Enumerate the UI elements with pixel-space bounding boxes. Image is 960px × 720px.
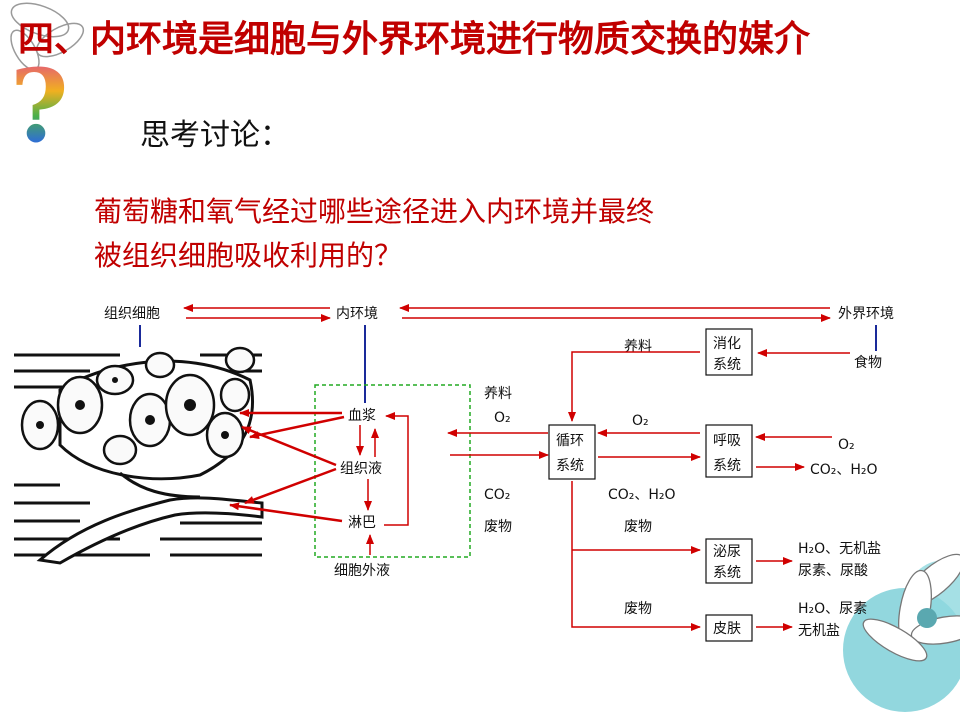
digestive-system-box	[705, 328, 753, 376]
label-o2-external: O₂	[838, 437, 855, 453]
label-nutrients-digestive: 养料	[624, 339, 652, 355]
label-skin-output-2: 无机盐	[798, 623, 840, 639]
label-skin-output-1: H₂O、尿素	[798, 601, 867, 617]
label-co2-ecf: CO₂	[484, 487, 510, 503]
label-external-environment: 外界环境	[838, 306, 894, 322]
label-waste-skin: 废物	[624, 601, 652, 617]
label-tissue-fluid: 组织液	[340, 461, 382, 477]
label-lymph: 淋巴	[348, 515, 376, 531]
urinary-system-box	[705, 538, 753, 584]
label-urinary-output-2: 尿素、尿酸	[798, 563, 868, 579]
flower-decoration-left	[10, 2, 85, 71]
label-o2-respiratory: O₂	[632, 413, 649, 429]
label-waste-ecf: 废物	[484, 519, 512, 535]
material-exchange-diagram: 组织细胞 内环境 外界环境 血浆 组织液 淋巴 细胞外液 养料 O₂ CO₂ 废…	[12, 304, 894, 642]
label-urinary-output-1: H₂O、无机盐	[798, 541, 881, 557]
respiratory-system-box	[705, 424, 753, 478]
label-o2-ecf: O₂	[494, 410, 511, 426]
label-tissue-cells: 组织细胞	[104, 306, 160, 322]
label-plasma: 血浆	[348, 408, 376, 424]
urinary-line1: 泌尿	[713, 544, 741, 560]
question-line-2: 被组织细胞吸收利用的？	[94, 239, 403, 272]
tissue-cell-illustration	[12, 340, 264, 565]
skin-box	[705, 614, 753, 642]
respiratory-line2: 系统	[713, 458, 741, 474]
digestive-line2: 系统	[713, 357, 741, 373]
flower-decoration-right	[843, 553, 960, 712]
label-food: 食物	[854, 354, 882, 371]
label-co2-h2o-circ: CO₂、H₂O	[608, 487, 676, 503]
skin-label: 皮肤	[713, 621, 741, 637]
label-waste-urinary: 废物	[624, 519, 652, 535]
circulatory-line2: 系统	[556, 458, 584, 474]
circulatory-system-box	[548, 424, 596, 480]
label-extracellular-fluid: 细胞外液	[334, 563, 390, 579]
digestive-line1: 消化	[713, 336, 741, 352]
label-nutrients-ecf: 养料	[484, 386, 512, 402]
circulatory-line1: 循环	[556, 433, 584, 449]
ecf-boundary	[314, 384, 471, 558]
question-line-1: 葡萄糖和氧气经过哪些途径进入内环境并最终	[94, 195, 655, 228]
question-mark-icon: ?	[10, 47, 69, 165]
urinary-line2: 系统	[713, 565, 741, 581]
label-co2-h2o-external: CO₂、H₂O	[810, 462, 878, 478]
label-internal-environment: 内环境	[336, 306, 378, 322]
slide-title: 四、内环境是细胞与外界环境进行物质交换的媒介	[18, 19, 811, 60]
discussion-question: 葡萄糖和氧气经过哪些途径进入内环境并最终 被组织细胞吸收利用的？	[94, 190, 654, 278]
discussion-heading: 思考讨论：	[140, 118, 290, 153]
respiratory-line1: 呼吸	[713, 433, 741, 449]
